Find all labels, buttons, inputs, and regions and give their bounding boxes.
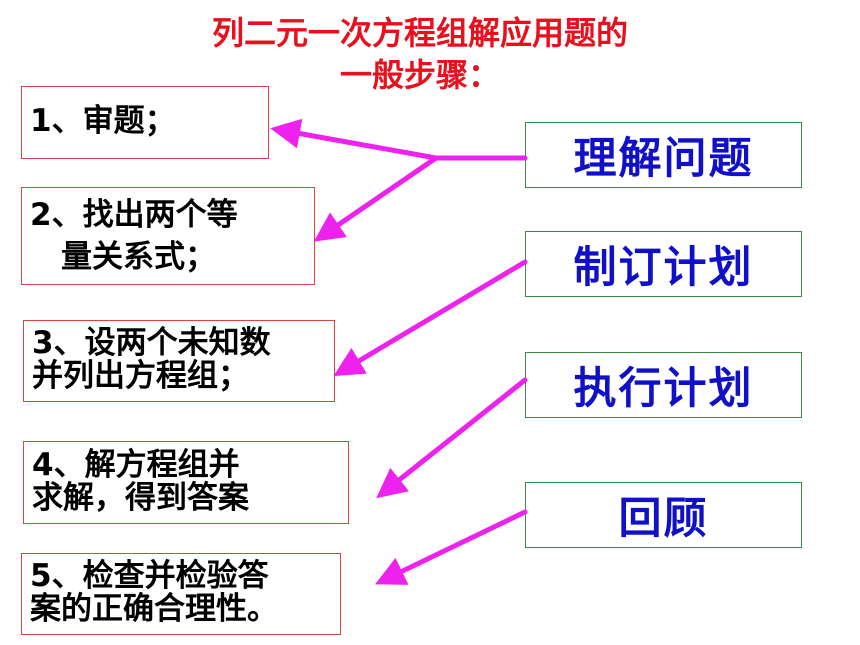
step-4-line2: 求解，得到答案 xyxy=(32,480,249,516)
step-box-2: 2、找出两个等 量关系式； xyxy=(21,187,315,285)
step-box-1: 1、审题； xyxy=(21,86,269,159)
step-box-4: 4、解方程组并 求解，得到答案 xyxy=(23,441,349,524)
phase-label-plan: 制订计划 xyxy=(573,243,754,293)
step-5-line2: 案的正确合理性。 xyxy=(30,591,278,627)
page-subtitle: 一般步骤： xyxy=(339,56,500,94)
step-2-line1: 2、找出两个等 xyxy=(30,197,238,233)
step-box-5: 5、检查并检验答 案的正确合理性。 xyxy=(21,553,341,635)
step-3-line1: 3、设两个未知数 xyxy=(32,325,271,361)
phase-label-review: 回顾 xyxy=(618,494,709,544)
phase-box-plan: 制订计划 xyxy=(525,231,802,297)
arrow-to-step-3 xyxy=(333,259,528,377)
phase-label-execute: 执行计划 xyxy=(573,364,754,414)
page-title: 列二元一次方程组解应用题的 xyxy=(211,14,628,52)
step-box-3: 3、设两个未知数 并列出方程组； xyxy=(23,320,335,402)
phase-box-execute: 执行计划 xyxy=(525,352,802,418)
step-2-line2: 量关系式； xyxy=(30,239,216,275)
phase-label-understand: 理解问题 xyxy=(573,134,754,184)
step-3-line2: 并列出方程组； xyxy=(32,358,249,394)
arrow-to-step-2 xyxy=(313,155,439,242)
arrow-to-step-1 xyxy=(270,118,439,161)
phase-box-review: 回顾 xyxy=(525,482,802,548)
arrow-to-step-5 xyxy=(374,509,528,585)
arrow-to-step-4 xyxy=(376,377,528,499)
step-5-line1: 5、检查并检验答 xyxy=(30,558,269,594)
phase-box-understand: 理解问题 xyxy=(525,122,802,188)
step-1-line1: 1、审题； xyxy=(30,103,176,139)
step-4-line1: 4、解方程组并 xyxy=(32,447,240,483)
